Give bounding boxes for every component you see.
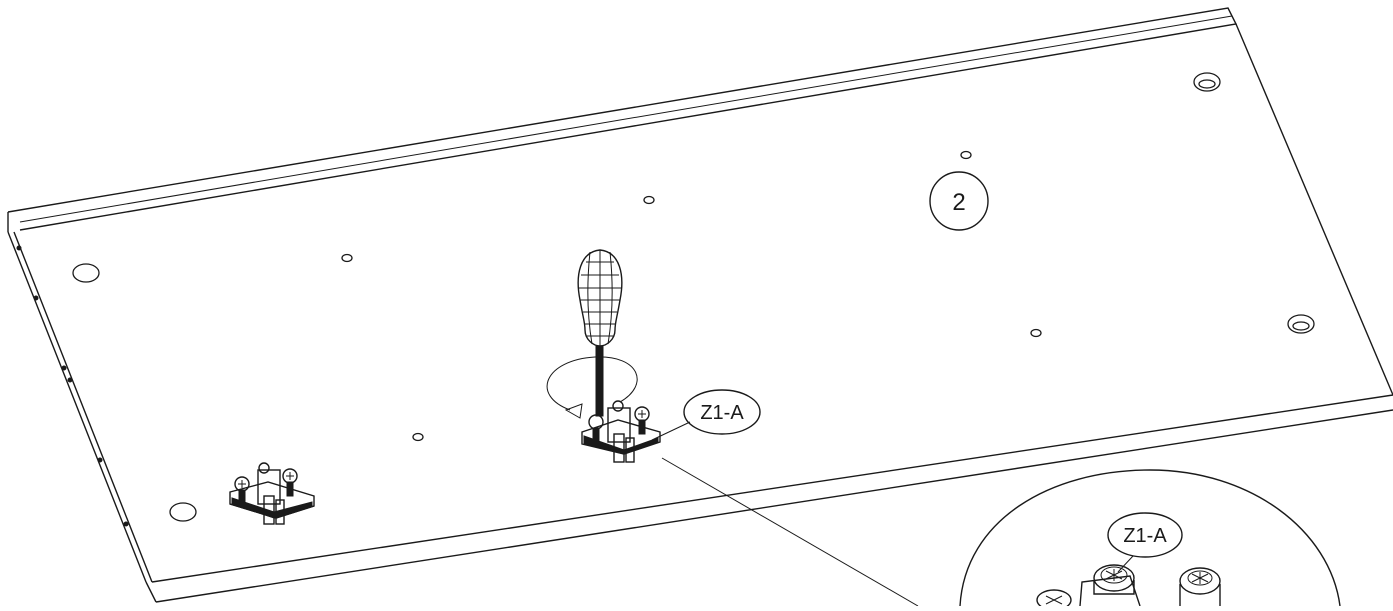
panel-holes	[72, 72, 1315, 522]
screw-head-icon	[1036, 589, 1072, 611]
rotation-arrow-icon	[546, 356, 638, 419]
step-number: 2	[952, 189, 965, 216]
large-hole	[72, 263, 100, 283]
hinge-plate-icon	[229, 462, 315, 525]
large-hole	[169, 502, 197, 522]
center-hinge-assembly	[546, 249, 661, 463]
small-hole	[960, 150, 972, 160]
panel-board	[7, 7, 1393, 603]
callout-z1a: Z1-A	[651, 389, 761, 441]
screw-head-icon	[1179, 567, 1221, 606]
small-hole	[643, 195, 655, 205]
small-hole	[412, 432, 424, 442]
screwdriver-icon	[577, 249, 623, 417]
detail-magnifier: Z1-A	[959, 469, 1341, 611]
small-hole	[341, 253, 353, 263]
small-hole	[1030, 328, 1042, 338]
detail-leader-line	[661, 457, 919, 607]
detail-callout-label: Z1-A	[1123, 525, 1167, 547]
step-number-badge: 2	[929, 171, 989, 231]
callout-label: Z1-A	[700, 402, 744, 424]
screw-head-icon	[1093, 564, 1135, 595]
